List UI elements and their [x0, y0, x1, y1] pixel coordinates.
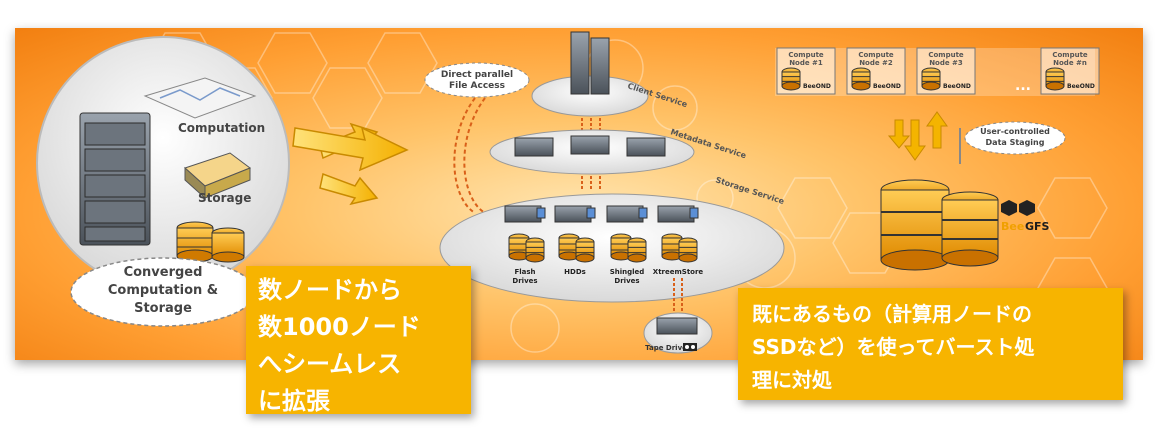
disk-stack-icon: [508, 233, 545, 263]
disk-stack-icon: [176, 221, 245, 263]
computation-label: Computation: [178, 121, 265, 135]
disk-stack-icon: [661, 233, 698, 263]
burst-callout-line-3: 理に対処: [752, 368, 832, 392]
tape-drive-label: Tape Drive: [645, 344, 687, 352]
disk-stack-icon: [921, 67, 941, 91]
beegfs-logo: Bee GFS: [1001, 200, 1050, 233]
beegfs-prefix: Bee: [1001, 220, 1024, 233]
storage-unit: XtreemStore: [653, 205, 704, 276]
compute-node-label: Compute: [858, 51, 894, 59]
compute-node-number: Node #2: [859, 59, 893, 67]
beegfs-suffix: GFS: [1025, 220, 1050, 233]
direct-access-line-1: Direct parallel: [441, 70, 513, 80]
compute-node-label: Compute: [788, 51, 824, 59]
staging-line-1: User-controlled: [980, 127, 1050, 136]
arrow-up-icon: [926, 111, 948, 149]
scale-callout-line-4: に拡張: [258, 387, 330, 415]
compute-node-label: Compute: [1052, 51, 1088, 59]
drive-icon: [586, 207, 596, 219]
drive-icon: [536, 207, 546, 219]
drive-icon: [638, 207, 648, 219]
disk-stack-icon: [558, 233, 595, 263]
compute-node-label: Compute: [928, 51, 964, 59]
scale-out-arrows: [292, 122, 409, 206]
arrow-down-icon: [319, 172, 379, 206]
server-rack-icon: [79, 112, 151, 246]
arrow-right-icon: [292, 126, 409, 172]
beegfs-storage-icon: [880, 179, 999, 271]
converged-line-3: Storage: [134, 301, 192, 316]
staging-line-2: Data Staging: [986, 138, 1045, 147]
server-icon: [606, 205, 644, 223]
metadata-service-node: Metadata Service: [489, 127, 748, 175]
client-service-node: Client Service: [531, 31, 689, 117]
burst-callout-line-2: SSDなど）を使ってバースト処: [752, 335, 1035, 359]
storage-media-label: XtreemStore: [653, 268, 704, 276]
scale-callout: 数ノードから 数1000ノード へシームレス に拡張: [246, 266, 471, 415]
scale-callout-line-3: へシームレス: [258, 350, 402, 378]
server-icon: [657, 205, 695, 223]
staging-arrows: [887, 111, 948, 161]
compute-node-number: Node #1: [789, 59, 823, 67]
storage-media-label-2: Drives: [512, 277, 537, 285]
converged-cluster: Computation Storage Converged Computatio…: [36, 36, 290, 327]
tape-drive-node: Tape Drive: [643, 312, 713, 354]
compute-node-number: Node #3: [929, 59, 963, 67]
beeond-label: BeeOND: [873, 83, 901, 90]
storage-media-label: HDDs: [564, 268, 586, 276]
compute-ellipsis: ...: [1015, 78, 1031, 94]
disk-stack-icon: [610, 233, 647, 263]
drive-icon: [689, 207, 699, 219]
architecture-diagram: Computation Storage Converged Computatio…: [36, 31, 1108, 354]
direct-access-line-2: File Access: [449, 81, 505, 91]
disk-stack-icon: [851, 67, 871, 91]
server-icon: [554, 205, 592, 223]
access-path-2: [453, 97, 476, 214]
scale-callout-line-1: 数ノードから: [258, 276, 402, 304]
compute-node-number: Node #n: [1053, 59, 1087, 67]
storage-media-label: Flash: [514, 268, 535, 276]
storage-service-label: Storage Service: [714, 175, 785, 206]
beeond-label: BeeOND: [803, 83, 831, 90]
disk-stack-icon: [1045, 67, 1065, 91]
scale-callout-line-2: 数1000ノード: [258, 313, 421, 341]
converged-line-1: Converged: [124, 265, 203, 280]
storage-media-label-2: Drives: [614, 277, 639, 285]
storage-drive-icon: [184, 152, 252, 200]
storage-unit: HDDs: [554, 205, 596, 276]
storage-media-label: Shingled: [610, 268, 645, 276]
arrow-down-icon: [904, 119, 926, 161]
storage-label: Storage: [198, 191, 251, 205]
beeond-label: BeeOND: [1067, 83, 1095, 90]
access-path: [463, 97, 486, 214]
burst-callout-line-1: 既にあるもの（計算用ノードの: [752, 302, 1032, 326]
beeond-label: BeeOND: [943, 83, 971, 90]
chart-icon: [143, 77, 257, 119]
architecture-banner: Computation Storage Converged Computatio…: [15, 28, 1143, 360]
disk-stack-icon: [781, 67, 801, 91]
arrow-down-icon: [887, 119, 911, 149]
converged-line-2: Computation &: [108, 283, 218, 298]
server-icon: [504, 205, 542, 223]
burst-callout: 既にあるもの（計算用ノードの SSDなど）を使ってバースト処 理に対処: [738, 288, 1123, 400]
